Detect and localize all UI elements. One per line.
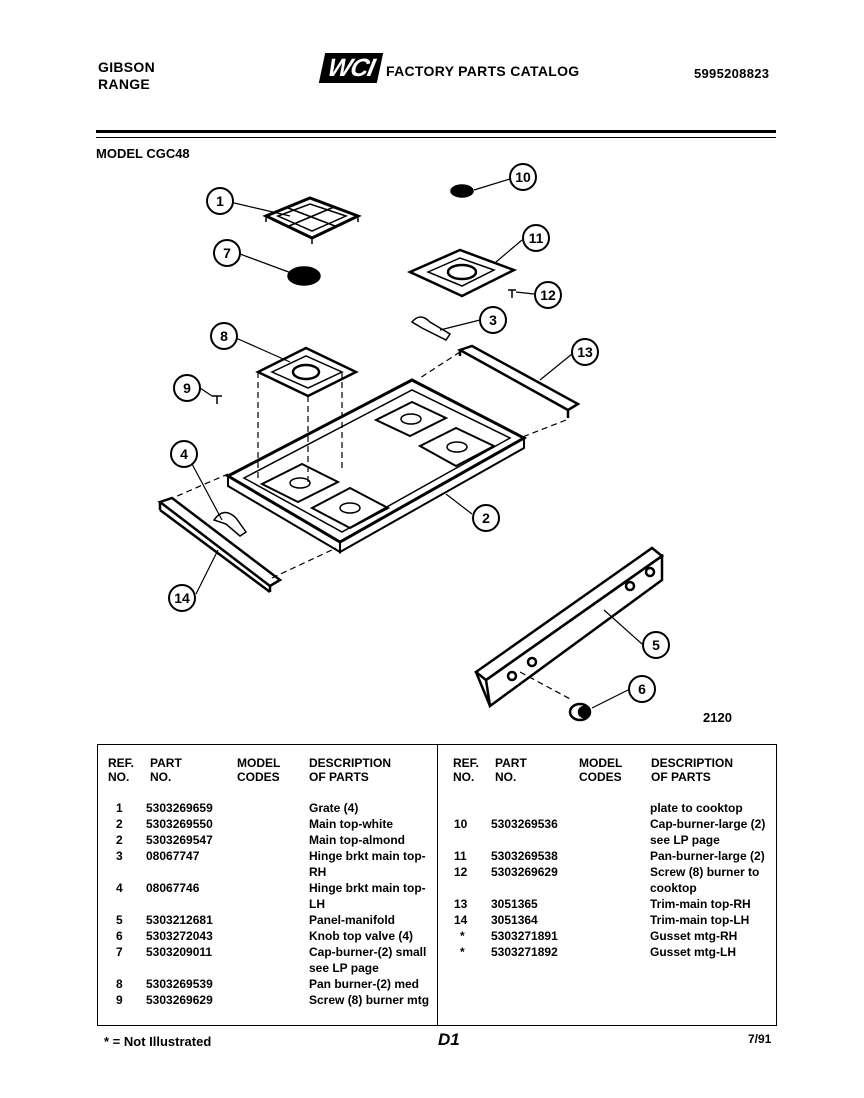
exploded-parts-diagram: 1 7 10 11 12 3 13 8 9 4 2 14 5 6 xyxy=(157,163,670,722)
trim-lh-part xyxy=(157,496,283,594)
panel-manifold-part xyxy=(473,546,665,709)
catalog-title: FACTORY PARTS CATALOG xyxy=(386,63,580,79)
table-row: 9 5303269629 Screw (8) burner mtg xyxy=(116,993,430,1007)
table-row: 11 5303269538 Pan-burner-large (2) xyxy=(454,849,765,863)
svg-text:14: 14 xyxy=(174,590,190,606)
hinge-lh-part xyxy=(212,511,248,537)
svg-text:3: 3 xyxy=(489,312,497,328)
svg-text:10: 10 xyxy=(515,169,531,185)
brand-line-1: GIBSON xyxy=(98,59,156,75)
col-model-header: MODEL CODES xyxy=(237,756,281,784)
table-row: 14 3051364 Trim-main top-LH xyxy=(454,913,750,927)
table-row: 5 5303212681 Panel-manifold xyxy=(116,913,396,927)
table-row: 7 5303209011 Cap-burner-(2) small see LP… xyxy=(116,945,427,976)
col-model-header-right: MODEL CODES xyxy=(579,756,623,784)
svg-text:9: 9 xyxy=(183,380,191,396)
table-row: 13 3051365 Trim-main top-RH xyxy=(454,897,751,911)
callout-5: 5 xyxy=(642,631,670,659)
callout-1: 1 xyxy=(206,187,234,215)
table-row: 8 5303269539 Pan burner-(2) med xyxy=(116,977,420,991)
main-top-part xyxy=(224,378,528,554)
screw-9-part xyxy=(212,395,222,404)
catalog-number: 5995208823 xyxy=(694,66,770,81)
figure-number: 2120 xyxy=(703,710,732,725)
table-row: 6 5303272043 Knob top valve (4) xyxy=(116,929,414,943)
knob-part xyxy=(568,702,592,722)
header-rule-thin xyxy=(96,137,776,138)
table-row: 10 5303269536 Cap-burner-large (2) see L… xyxy=(454,817,766,848)
hinge-rh-part xyxy=(410,316,452,341)
callout-12: 12 xyxy=(534,281,562,309)
pan-burner-med-part xyxy=(255,346,359,398)
right-rows: plate to cooktop 10 5303269536 Cap-burne… xyxy=(440,800,776,960)
col-ref-header-right: REF. NO. xyxy=(453,756,480,784)
col-ref-header: REF. NO. xyxy=(108,756,135,784)
callout-6: 6 xyxy=(628,675,656,703)
callout-8: 8 xyxy=(210,322,238,350)
callout-10: 10 xyxy=(509,163,537,191)
col-desc-header: DESCRIPTION OF PARTS xyxy=(309,756,392,784)
header-rule xyxy=(96,130,776,133)
trim-rh-part xyxy=(456,344,581,418)
page-number: D1 xyxy=(438,1030,460,1049)
table-row: 2 5303269547 Main top-almond xyxy=(116,833,405,847)
callout-2: 2 xyxy=(472,504,500,532)
callout-7: 7 xyxy=(213,239,241,267)
table-row: 1 5303269659 Grate (4) xyxy=(116,801,359,815)
callout-3: 3 xyxy=(479,306,507,334)
table-row: 12 5303269629 Screw (8) burner to cookto… xyxy=(454,865,760,896)
svg-text:4: 4 xyxy=(180,446,188,462)
table-row: * 5303271891 Gusset mtg-RH xyxy=(460,929,738,943)
callout-4: 4 xyxy=(170,440,198,468)
svg-text:2: 2 xyxy=(482,510,490,526)
table-row: 4 08067746 Hinge brkt main top- LH xyxy=(116,881,426,912)
svg-text:8: 8 xyxy=(220,328,228,344)
svg-text:6: 6 xyxy=(638,681,646,697)
revision-date: 7/91 xyxy=(748,1032,772,1046)
svg-text:1: 1 xyxy=(216,193,224,209)
svg-text:7: 7 xyxy=(223,245,231,261)
cap-burner-small-part xyxy=(287,266,321,286)
svg-text:5: 5 xyxy=(652,637,660,653)
svg-text:11: 11 xyxy=(529,230,544,246)
table-row: 3 08067747 Hinge brkt main top- RH xyxy=(116,849,426,880)
col-part-header-right: PART NO. xyxy=(495,756,527,784)
callout-9: 9 xyxy=(173,374,201,402)
pan-burner-large-part xyxy=(406,248,518,298)
not-illustrated-note: * = Not Illustrated xyxy=(104,1034,212,1049)
screw-12-part xyxy=(508,289,516,298)
brand-line-2: RANGE xyxy=(98,76,151,92)
svg-text:13: 13 xyxy=(577,344,593,360)
callout-13: 13 xyxy=(571,338,599,366)
col-desc-header-right: DESCRIPTION OF PARTS xyxy=(651,756,734,784)
model-label: MODEL CGC48 xyxy=(96,146,190,161)
grate-part xyxy=(262,196,362,244)
col-part-header: PART NO. xyxy=(150,756,182,784)
svg-text:12: 12 xyxy=(540,287,556,303)
table-divider xyxy=(437,744,438,1026)
table-row: plate to cooktop xyxy=(650,801,743,815)
callout-11: 11 xyxy=(522,224,550,252)
left-rows: 1 5303269659 Grate (4) 2 5303269550 Main… xyxy=(100,800,436,1008)
table-row: * 5303271892 Gusset mtg-LH xyxy=(460,945,737,959)
table-row: 2 5303269550 Main top-white xyxy=(116,817,393,831)
cap-burner-large-part xyxy=(450,184,474,198)
callout-14: 14 xyxy=(168,584,196,612)
